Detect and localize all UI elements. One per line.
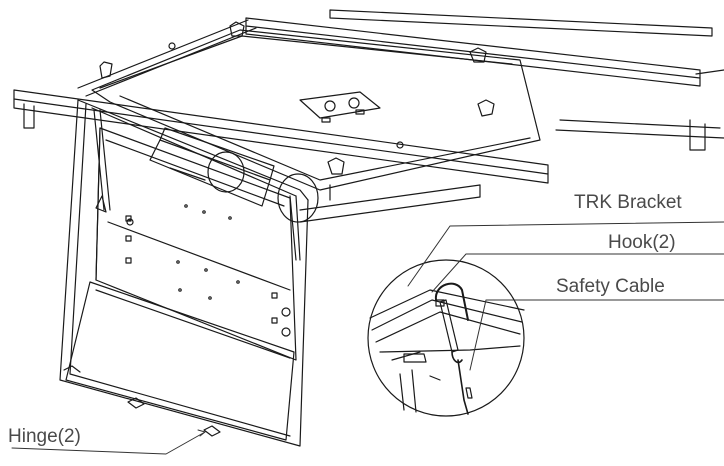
hinge-leader xyxy=(11,431,206,455)
ceiling-housing xyxy=(91,21,541,201)
leader-lines xyxy=(11,221,724,455)
bracket-highlight-circle xyxy=(207,151,245,193)
hinge-label: Hinge(2) xyxy=(8,426,81,447)
trk-bracket-leader xyxy=(407,221,724,287)
hook-label: Hook(2) xyxy=(608,232,676,253)
safety-cable-label: Safety Cable xyxy=(556,276,665,297)
safety-cable-leader xyxy=(469,299,724,371)
trk-bracket-label: TRK Bracket xyxy=(574,192,682,213)
detail-magnifier xyxy=(367,259,525,417)
hook-highlight-circle xyxy=(277,173,319,223)
hook-leader xyxy=(431,253,724,293)
hinged-panel xyxy=(59,99,309,447)
ceiling-grid xyxy=(13,9,724,223)
